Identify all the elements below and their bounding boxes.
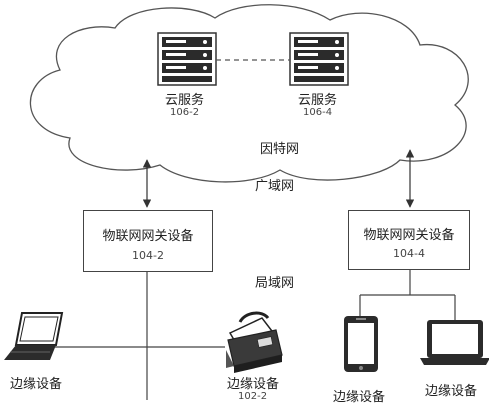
gateway-label: 物联网网关设备	[102, 229, 194, 244]
laptop-icon	[420, 320, 489, 365]
server-rack-icon	[289, 32, 349, 86]
edge-device-label: 边缘设备	[227, 377, 280, 392]
internet-cloud	[29, 4, 469, 183]
gateway-box: 物联网网关设备 104-4	[348, 210, 470, 270]
server-id: 106-4	[303, 107, 333, 118]
server-id: 106-2	[170, 107, 200, 118]
gateway-label: 物联网网关设备	[363, 228, 455, 243]
gateway-box: 物联网网关设备 104-2	[83, 210, 213, 272]
edge-device-label: 边缘设备	[425, 384, 478, 399]
internet-label: 因特网	[260, 142, 300, 157]
smartphone-icon	[344, 316, 378, 372]
wan-label: 广域网	[255, 179, 295, 194]
edge-device-label: 边缘设备	[10, 377, 63, 392]
gateway-id: 104-4	[393, 247, 425, 260]
gateway-id: 104-2	[132, 249, 164, 262]
fax-machine-icon	[226, 311, 283, 373]
server-label: 云服务	[165, 93, 205, 108]
laptop-icon	[4, 312, 64, 360]
server-rack-icon	[157, 32, 217, 86]
edge-device-id: 102-2	[238, 391, 268, 402]
edge-device-label: 边缘设备	[333, 390, 386, 405]
server-label: 云服务	[298, 93, 338, 108]
lan-label: 局域网	[255, 276, 295, 291]
